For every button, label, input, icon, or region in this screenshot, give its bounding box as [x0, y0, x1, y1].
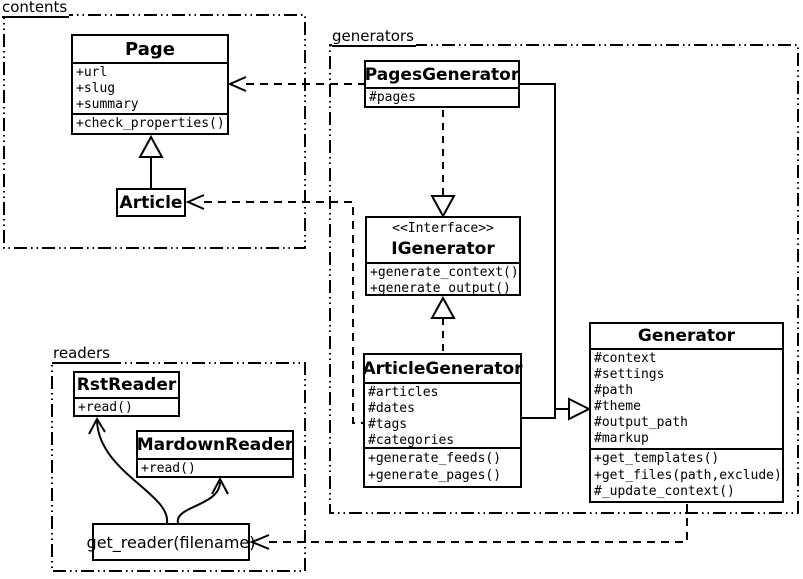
attribute: #dates — [368, 401, 415, 416]
class-mardownreader-title: MardownReader — [136, 435, 294, 455]
dependency-pagesgenerator-page — [227, 76, 364, 92]
class-mardownreader-methods: +read() — [138, 458, 292, 476]
attribute: #pages — [369, 90, 416, 105]
package-border-readers — [51, 362, 306, 572]
method: +read() — [141, 461, 196, 476]
package-border-contents — [3, 14, 306, 249]
attribute: #tags — [368, 417, 408, 432]
class-page: Page +url +slug +summary +check_properti… — [71, 34, 229, 135]
class-generator-methods: +get_templates() +get_files(path,exclude… — [591, 448, 782, 501]
realization-articlegenerator-igenerator — [430, 295, 456, 353]
class-igenerator-name: IGenerator — [391, 239, 495, 259]
generalization-generators-generator — [520, 83, 592, 421]
method: #_update_context() — [594, 483, 735, 499]
generalization-article-page — [138, 134, 164, 188]
package-label-readers: readers — [53, 344, 112, 364]
method: +check_properties() — [76, 116, 225, 131]
class-igenerator: <<Interface>> IGenerator +generate_conte… — [365, 216, 521, 296]
attribute: #markup — [594, 431, 649, 446]
class-article-title: Article — [119, 192, 183, 213]
method: +generate_feeds() — [368, 451, 502, 466]
class-page-methods: +check_properties() — [73, 113, 227, 133]
class-generator: Generator #context #settings #path #them… — [589, 322, 784, 503]
method: +get_files(path,exclude) — [594, 467, 782, 483]
attribute: +slug — [76, 81, 116, 96]
get-reader-label: get_reader(filename) — [86, 532, 256, 552]
class-generator-attributes: #context #settings #path #theme #output_… — [591, 348, 782, 448]
class-articlegenerator-methods: +generate_feeds() +generate_pages() — [365, 447, 520, 486]
attribute: #categories — [368, 433, 455, 448]
package-label-generators: generators — [332, 27, 416, 47]
stereotype: <<Interface>> — [392, 221, 494, 236]
get-reader-node: get_reader(filename) — [87, 523, 255, 561]
class-rstreader-title: RstReader — [76, 375, 177, 395]
class-pagesgenerator-title: PagesGenerator — [364, 64, 520, 85]
class-articlegenerator-title: ArticleGenerator — [362, 358, 523, 379]
attribute: +url — [76, 65, 108, 80]
class-rstreader: RstReader +read() — [73, 371, 180, 417]
method: +generate_pages() — [368, 468, 502, 483]
method: +read() — [78, 400, 133, 415]
dependency-generator-getreader — [249, 503, 688, 550]
class-igenerator-title: <<Interface>> IGenerator — [367, 218, 519, 262]
attribute: #settings — [594, 367, 665, 382]
attribute: #context — [594, 351, 657, 366]
class-pagesgenerator-attributes: #pages — [366, 87, 518, 106]
arrow-getreader-mardownreader — [176, 476, 229, 524]
attribute: #articles — [368, 385, 439, 400]
package-border-generators — [329, 44, 799, 514]
class-article: Article — [116, 188, 186, 217]
class-articlegenerator-attributes: #articles #dates #tags #categories — [365, 382, 520, 448]
realization-pagesgenerator-igenerator — [430, 110, 456, 219]
attribute: #theme — [594, 399, 641, 414]
class-generator-title: Generator — [637, 326, 736, 346]
method: +generate_output() — [370, 281, 511, 296]
dependency-articlegenerator-article — [185, 194, 363, 424]
class-igenerator-methods: +generate_context() +generate_output() — [367, 262, 519, 296]
attribute: #output_path — [594, 415, 688, 430]
class-pagesgenerator: PagesGenerator #pages — [364, 60, 520, 108]
attribute: #path — [594, 383, 634, 398]
class-articlegenerator: ArticleGenerator #articles #dates #tags … — [362, 353, 523, 488]
method: +get_templates() — [594, 451, 720, 467]
class-rstreader-methods: +read() — [75, 397, 178, 415]
package-label-contents: contents — [2, 0, 70, 18]
class-page-title: Page — [125, 38, 175, 60]
class-page-attributes: +url +slug +summary — [73, 62, 227, 113]
arrow-getreader-rstreader — [88, 416, 169, 524]
method: +generate_context() — [370, 265, 519, 280]
class-mardownreader: MardownReader +read() — [136, 430, 294, 478]
attribute: +summary — [76, 97, 139, 112]
